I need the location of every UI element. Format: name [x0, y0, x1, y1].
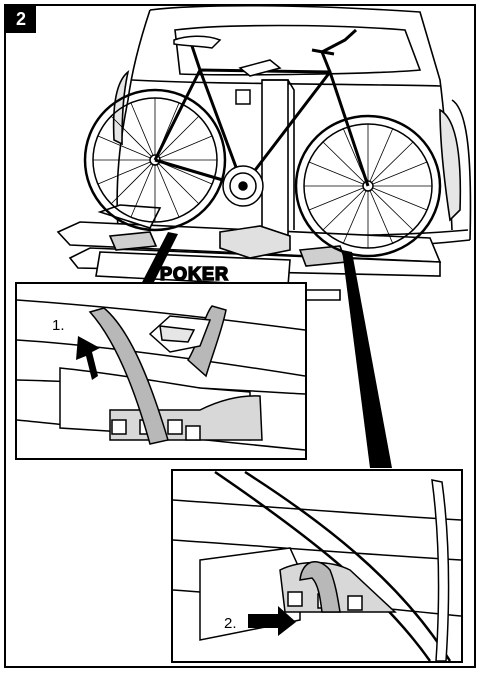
license-plate-text: POKER: [160, 264, 229, 284]
car-rear: [112, 4, 472, 250]
detail-1-panel: 1.: [15, 282, 307, 460]
step-number-badge: 2: [6, 6, 36, 33]
detail-2-panel: 2.: [171, 469, 463, 663]
detail-1-label: 1.: [52, 317, 65, 334]
detail-2-label: 2.: [224, 615, 237, 632]
arrow-right-icon: [248, 606, 296, 636]
arrow-up-icon: [76, 336, 100, 380]
detail-pointers: [138, 232, 392, 468]
bicycle: [83, 28, 442, 258]
